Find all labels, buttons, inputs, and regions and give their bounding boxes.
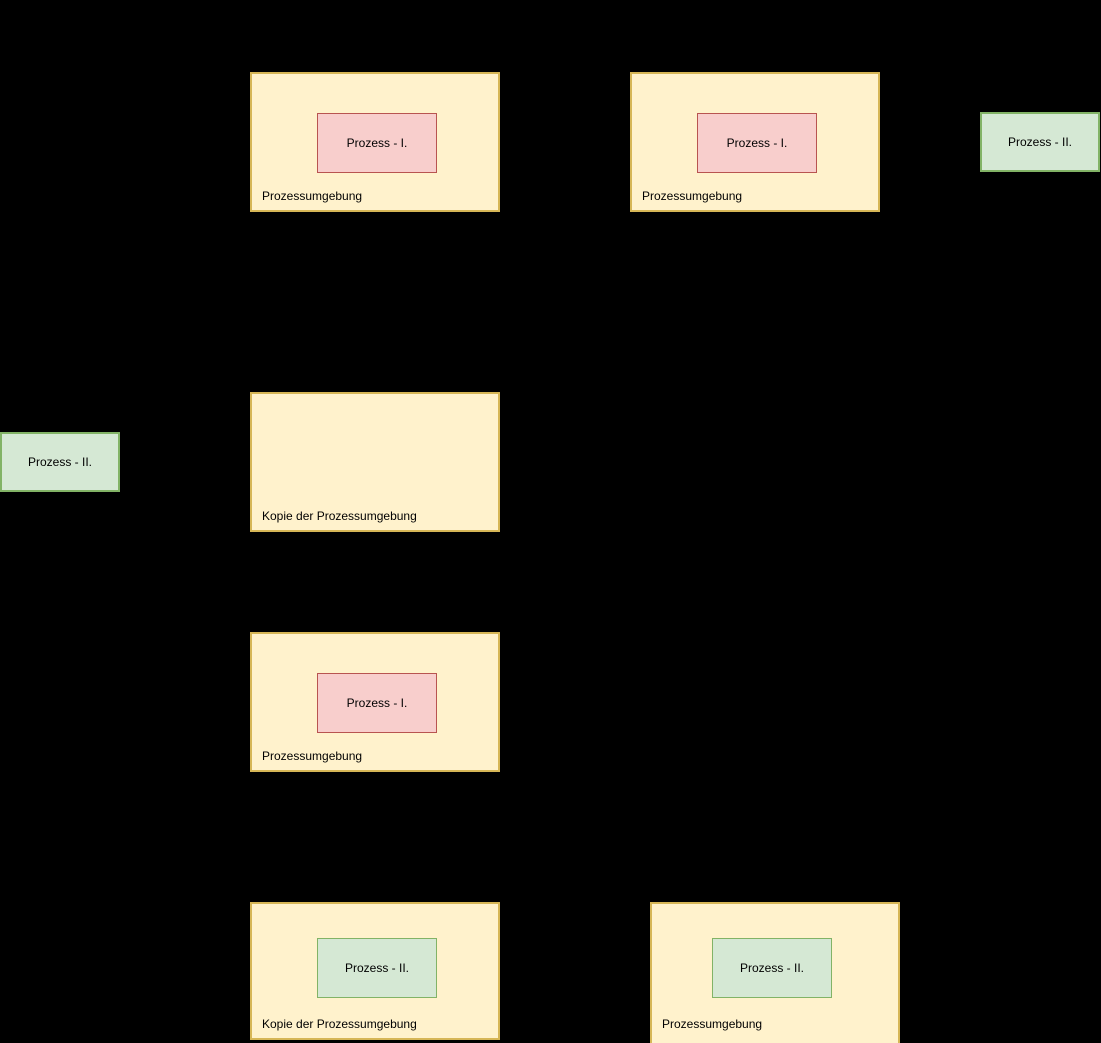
process-node-label: Prozess - I. xyxy=(346,696,408,710)
environment-label: Prozessumgebung xyxy=(662,1017,763,1031)
environment-label: Prozessumgebung xyxy=(642,189,743,203)
env-box-bottom-left[interactable]: Prozess - II. Kopie der Prozessumgebung xyxy=(250,902,500,1040)
process-node-label: Prozess - II. xyxy=(739,961,804,975)
process-node-2[interactable]: Prozess - I. xyxy=(697,113,817,173)
env-box-top-middle[interactable]: Prozess - I. Prozessumgebung xyxy=(630,72,880,212)
process-node-5[interactable]: Prozess - II. xyxy=(712,938,832,998)
env-box-copy-empty[interactable]: Kopie der Prozessumgebung xyxy=(250,392,500,532)
process-node-3[interactable]: Prozess - I. xyxy=(317,673,437,733)
env-box-middle[interactable]: Prozess - I. Prozessumgebung xyxy=(250,632,500,772)
environment-label: Prozessumgebung xyxy=(262,189,363,203)
env-box-bottom-right[interactable]: Prozess - II. Prozessumgebung xyxy=(650,902,900,1043)
environment-label: Kopie der Prozessumgebung xyxy=(262,1017,417,1031)
process-node-label: Prozess - I. xyxy=(726,136,788,150)
env-box-top-left[interactable]: Prozess - I. Prozessumgebung xyxy=(250,72,500,212)
process-node-4[interactable]: Prozess - II. xyxy=(317,938,437,998)
process-node-label: Prozess - II. xyxy=(344,961,409,975)
process-node-standalone-right[interactable]: Prozess - II. xyxy=(980,112,1100,172)
process-node-label: Prozess - II. xyxy=(27,455,92,469)
process-node-label: Prozess - II. xyxy=(1007,135,1072,149)
environment-label: Kopie der Prozessumgebung xyxy=(262,509,417,523)
process-node-label: Prozess - I. xyxy=(346,136,408,150)
process-node-standalone-left[interactable]: Prozess - II. xyxy=(0,432,120,492)
environment-label: Prozessumgebung xyxy=(262,749,363,763)
process-node-1[interactable]: Prozess - I. xyxy=(317,113,437,173)
